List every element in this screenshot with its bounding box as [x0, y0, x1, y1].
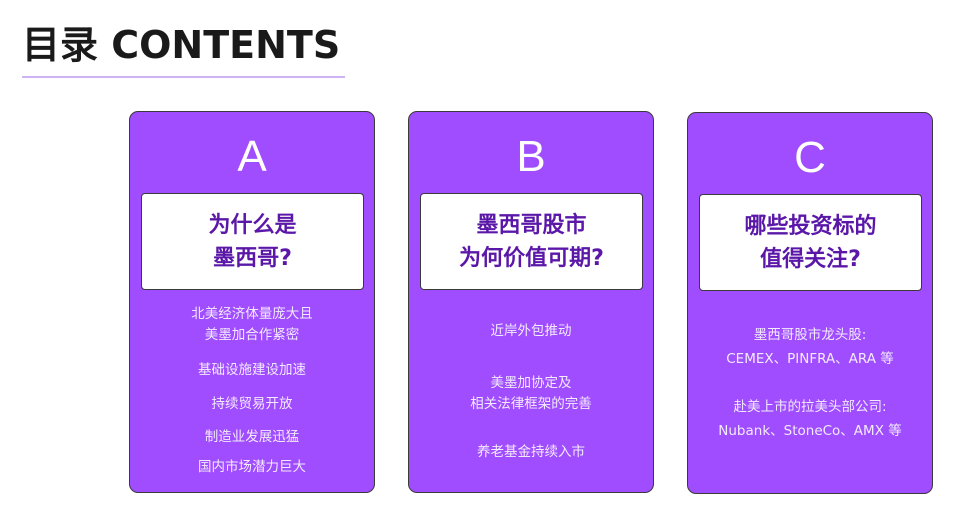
list-item: 持续贸易开放: [211, 396, 293, 412]
title-underline: [22, 76, 345, 78]
heading-line: 哪些投资标的: [744, 213, 877, 239]
list-item: 墨西哥股市龙头股:CEMEX、PINFRA、ARA 等: [726, 327, 894, 367]
list-item: 美墨加协定及相关法律框架的完善: [470, 375, 592, 412]
section-heading: 墨西哥股市 为何价值可期?: [420, 193, 643, 290]
list-item: 赴美上市的拉美头部公司:Nubank、StoneCo、AMX 等: [718, 399, 902, 439]
section-card-a: A 为什么是 墨西哥? 北美经济体量庞大且美墨加合作紧密 基础设施建设加速 持续…: [129, 111, 375, 493]
section-card-c: C 哪些投资标的 值得关注? 墨西哥股市龙头股:CEMEX、PINFRA、ARA…: [687, 112, 933, 494]
heading-line: 为什么是: [208, 212, 297, 238]
list-item: 北美经济体量庞大且美墨加合作紧密: [191, 306, 313, 343]
heading-line: 墨西哥?: [213, 245, 292, 271]
list-item: 国内市场潜力巨大: [198, 459, 306, 475]
list-item: 基础设施建设加速: [198, 362, 306, 378]
section-heading: 为什么是 墨西哥?: [141, 193, 364, 290]
section-letter: A: [237, 132, 267, 181]
page-title: 目录 CONTENTS: [22, 23, 341, 67]
heading-line: 墨西哥股市: [476, 212, 587, 238]
heading-line: 为何价值可期?: [459, 245, 604, 271]
section-letter: B: [516, 132, 546, 181]
list-item: 养老基金持续入市: [477, 444, 585, 460]
list-item: 制造业发展迅猛: [204, 429, 300, 445]
heading-line: 值得关注?: [760, 246, 861, 272]
section-card-b: B 墨西哥股市 为何价值可期? 近岸外包推动 美墨加协定及相关法律框架的完善 养…: [408, 111, 654, 493]
list-item: 近岸外包推动: [490, 323, 572, 339]
section-letter: C: [794, 133, 826, 182]
section-heading: 哪些投资标的 值得关注?: [699, 194, 922, 291]
